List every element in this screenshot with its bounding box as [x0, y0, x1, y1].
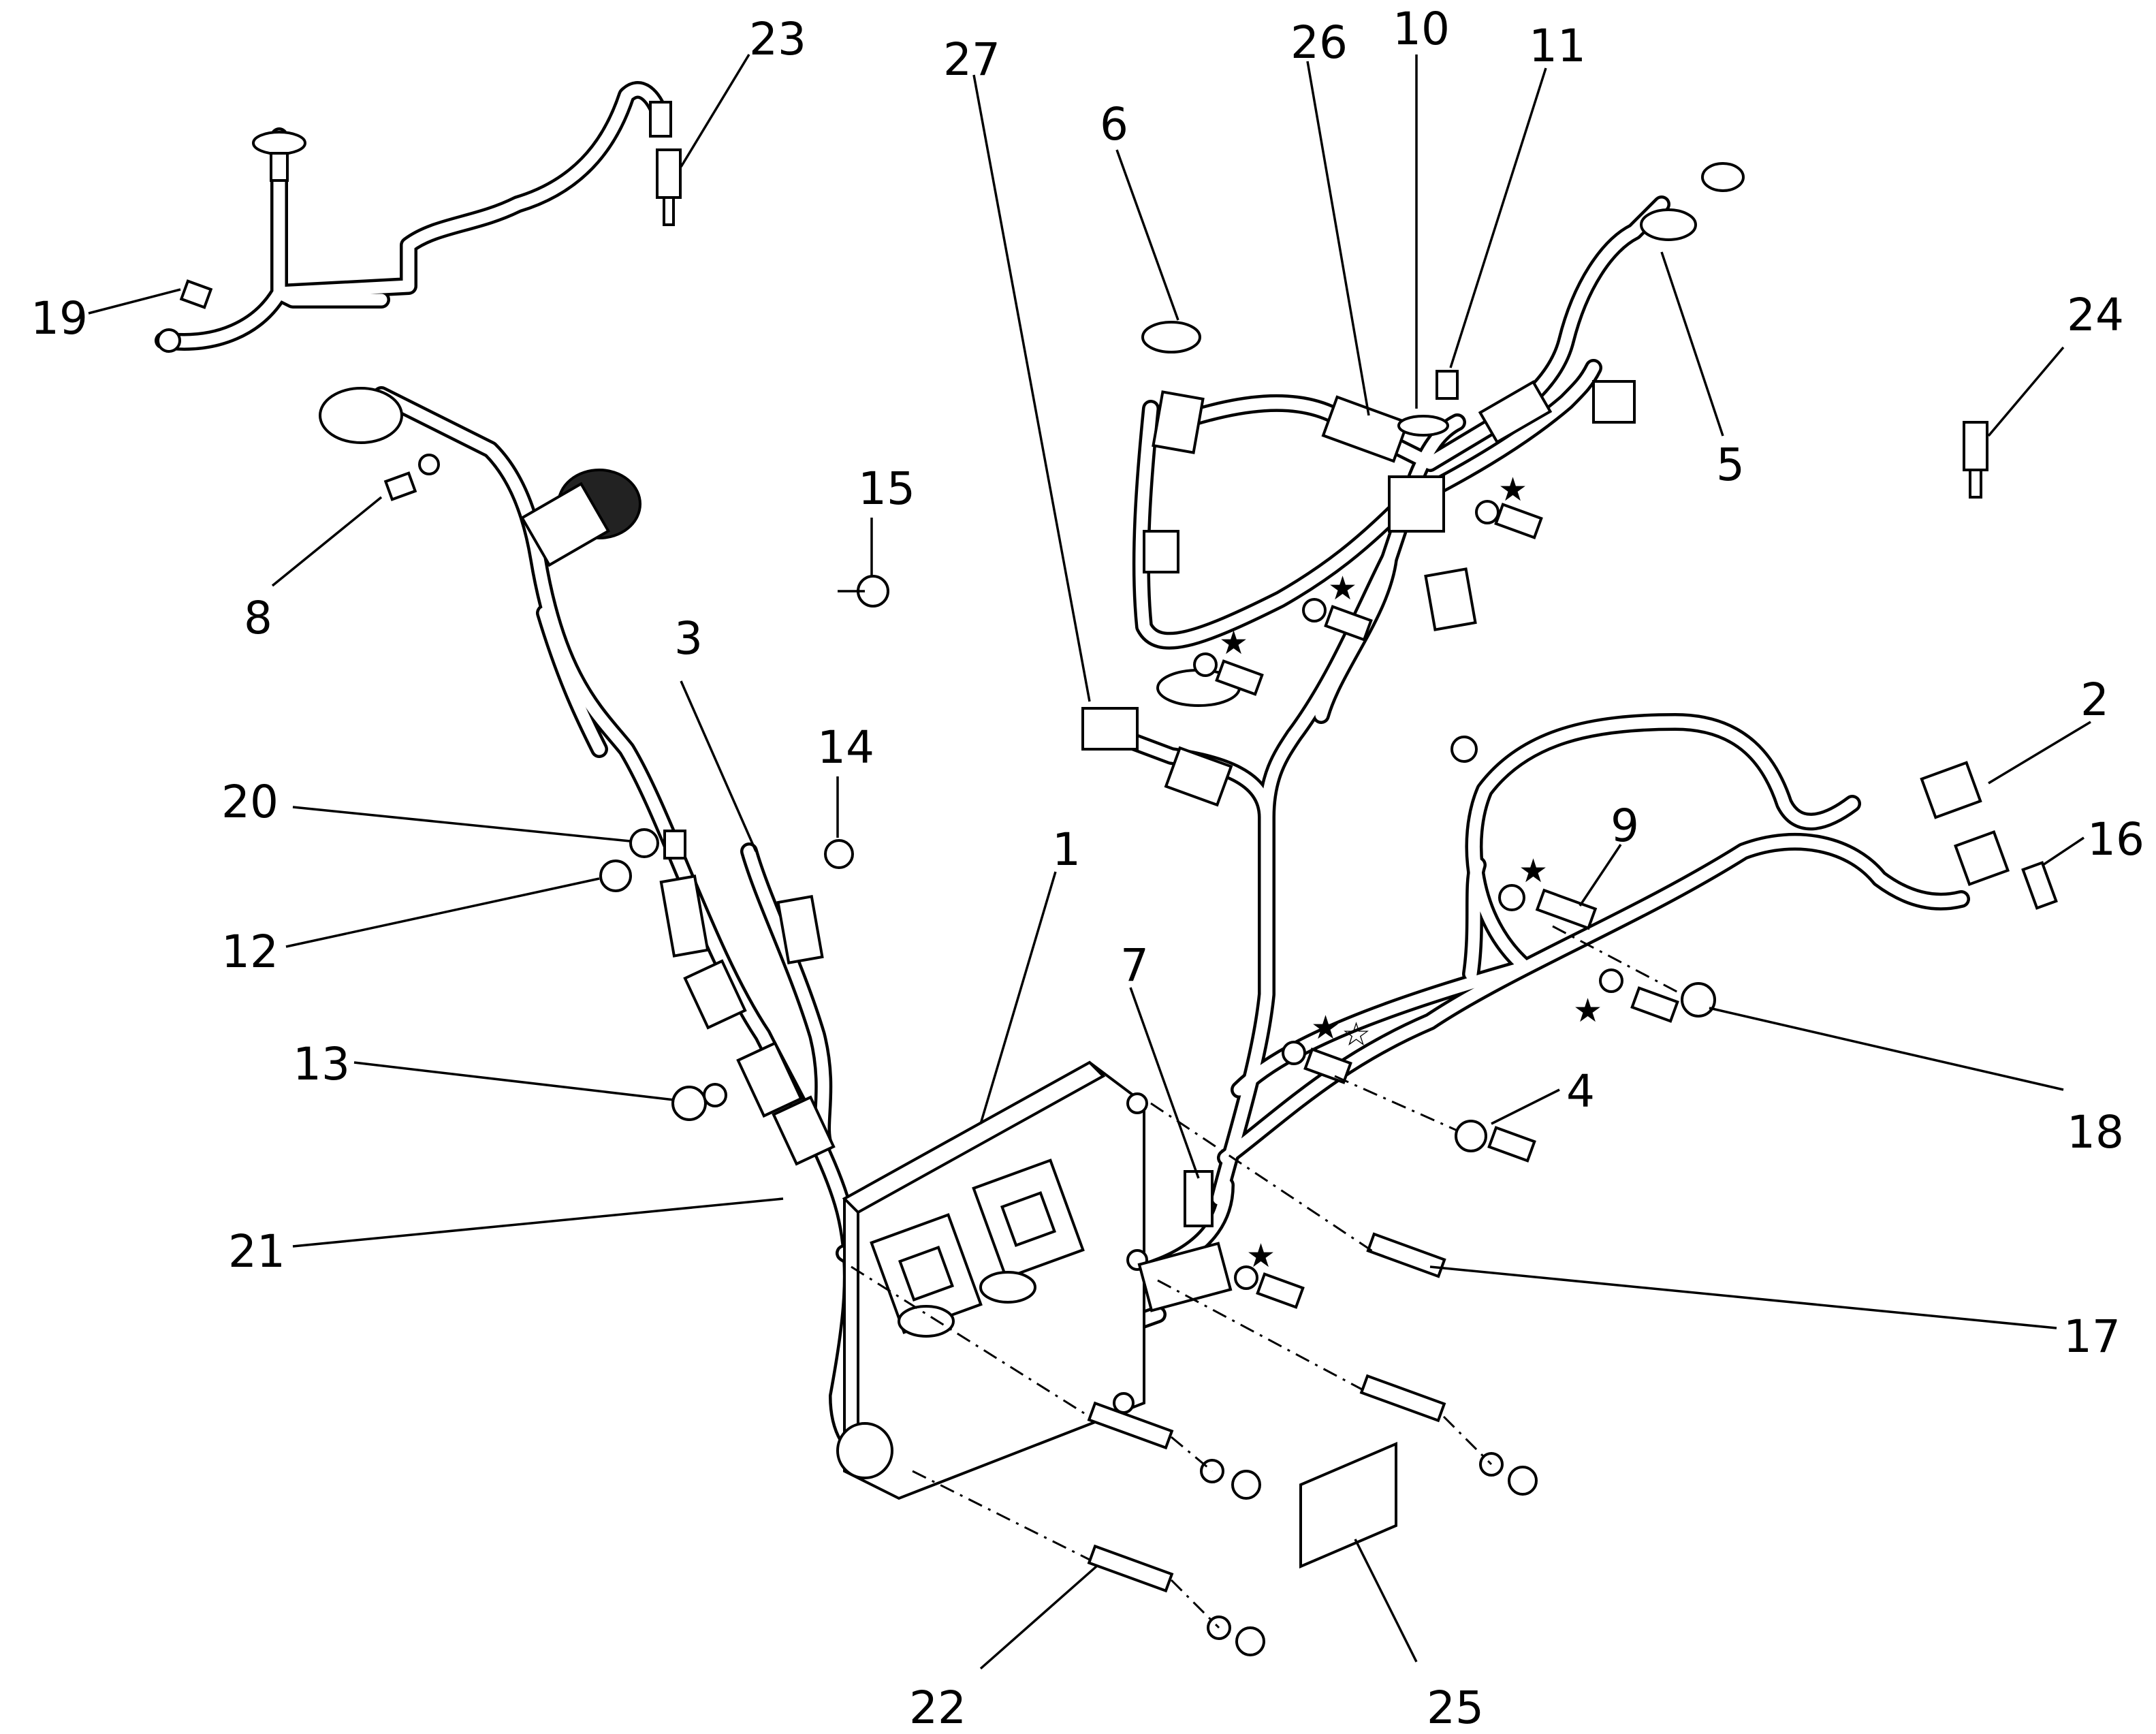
callout-9: 9 [1611, 800, 1639, 852]
solid-star-marker: ★ [1246, 1237, 1275, 1275]
callout-15: 15 [858, 462, 915, 515]
centerlines [851, 925, 1683, 1629]
hollow-star-marker: ☆ [1342, 1015, 1371, 1054]
callout-22: 22 [909, 1682, 966, 1734]
callout-25: 25 [1427, 1682, 1484, 1734]
solid-star-marker: ★ [1498, 471, 1527, 509]
callout-5: 5 [1716, 439, 1745, 491]
callout-1: 1 [1052, 823, 1081, 876]
callout-6: 6 [1100, 98, 1128, 151]
callout-21: 21 [228, 1225, 285, 1278]
callout-26: 26 [1290, 16, 1348, 69]
control-module [836, 1060, 1148, 1500]
callout-10: 10 [1393, 3, 1450, 55]
solid-star-marker: ★ [1519, 852, 1548, 890]
callout-13: 13 [293, 1038, 350, 1090]
callout-23: 23 [749, 13, 806, 65]
solid-star-marker: ★ [1328, 569, 1357, 608]
callout-19: 19 [31, 292, 88, 345]
callout-3: 3 [674, 612, 703, 665]
callout-2: 2 [2080, 674, 2109, 726]
callout-20: 20 [221, 776, 279, 828]
callout-11: 11 [1529, 20, 1586, 72]
solid-star-marker: ★ [1311, 1009, 1340, 1047]
leader-lines [88, 54, 2091, 1670]
solid-star-marker: ★ [1219, 624, 1248, 662]
callout-4: 4 [1566, 1065, 1595, 1118]
callout-labels: 1 2 3 4 5 6 7 8 9 10 11 12 13 14 15 16 1… [31, 3, 2144, 1734]
callout-17: 17 [2063, 1310, 2121, 1363]
callout-12: 12 [221, 926, 279, 978]
connectors [252, 101, 2010, 1569]
star-markers: ★ ★ ★ ★ ★ ☆ ★ ★ [1219, 471, 1602, 1275]
solid-star-marker: ★ [1573, 992, 1602, 1030]
callout-7: 7 [1120, 939, 1149, 992]
callout-24: 24 [2067, 289, 2124, 341]
callout-18: 18 [2067, 1106, 2124, 1158]
callout-8: 8 [244, 592, 272, 644]
callout-27: 27 [943, 33, 1000, 86]
callout-16: 16 [2087, 813, 2144, 866]
hardware [157, 279, 2058, 1656]
callout-14: 14 [817, 721, 874, 774]
